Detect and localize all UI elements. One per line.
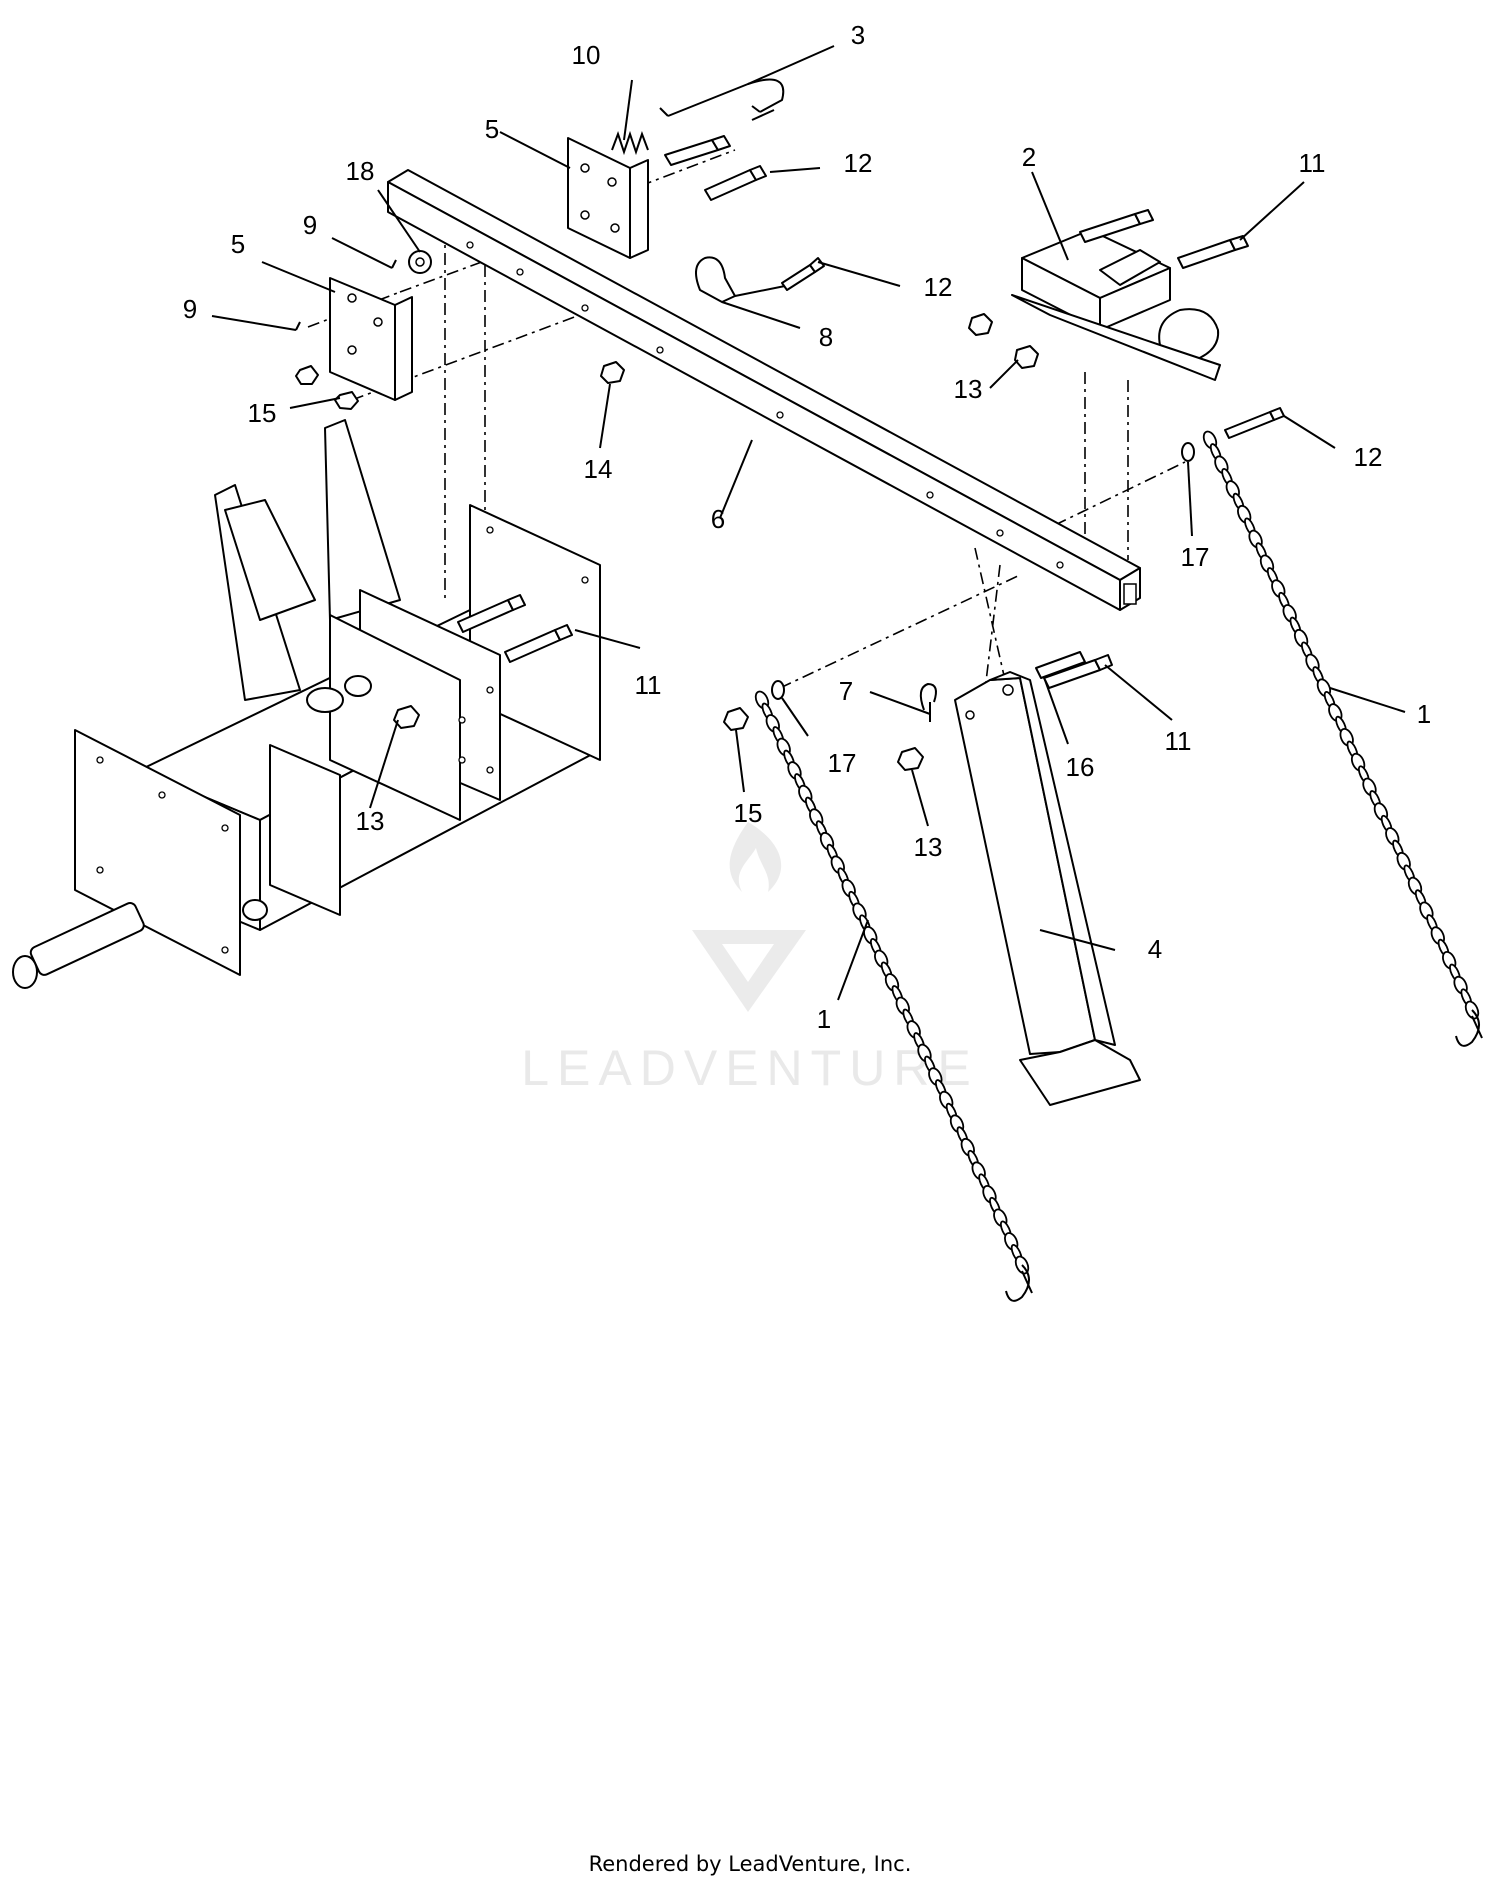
callout-1-left: 1 (817, 1004, 831, 1034)
part-5-bracket-upper (567, 137, 649, 259)
callout-2: 2 (1022, 142, 1036, 172)
callout-16: 16 (1066, 752, 1095, 782)
callout-9-lower: 9 (183, 294, 197, 324)
callout-8: 8 (819, 322, 833, 352)
part-10-spring (611, 130, 649, 156)
part-2-coupler (1011, 229, 1221, 381)
part-9-pin-upper (391, 259, 397, 269)
callout-12-mid: 12 (924, 272, 953, 302)
callout-15-lower: 15 (734, 798, 763, 828)
part-13-nuts-coupler (968, 313, 1039, 369)
watermark-text: LEADVENTURE (521, 1040, 979, 1096)
watermark-logo-icon (692, 822, 806, 1012)
part-5-bracket-left (329, 277, 413, 401)
callout-14: 14 (584, 454, 613, 484)
part-15-nut-lower (723, 707, 749, 731)
callout-1-right: 1 (1417, 699, 1431, 729)
callout-11-stand: 11 (1165, 726, 1192, 756)
part-8-clamp (695, 256, 791, 303)
part-13-nut-stand (897, 747, 924, 771)
callout-10: 10 (572, 40, 601, 70)
part-18-washer (408, 250, 432, 274)
callout-17-left: 17 (828, 748, 857, 778)
callout-11-coupler: 11 (1299, 148, 1326, 178)
part-1-chain-right (1202, 430, 1483, 1047)
callout-11-assembly: 11 (635, 670, 662, 700)
part-3-u-pin (659, 78, 785, 121)
part-17-ring-right (1181, 442, 1195, 462)
part-4-jack-stand (954, 671, 1141, 1106)
callout-13-stand: 13 (914, 832, 943, 862)
part-1-chain-left (754, 690, 1033, 1302)
callout-9-upper: 9 (303, 210, 317, 240)
callout-13-assembly: 13 (356, 806, 385, 836)
callout-12-right: 12 (1354, 442, 1383, 472)
leader-lines (211, 45, 1406, 1001)
callout-6: 6 (711, 504, 725, 534)
part-12-bolt-right (1224, 407, 1285, 439)
part-7-clip (919, 682, 937, 722)
chain-hook (1455, 1009, 1483, 1047)
callout-7: 7 (839, 676, 853, 706)
callout-5-left: 5 (231, 229, 245, 259)
part-16-pin (1035, 651, 1086, 679)
callout-18: 18 (346, 156, 375, 186)
part-12-bolts-upper (664, 135, 767, 201)
callout-15-upper: 15 (248, 398, 277, 428)
watermark: LEADVENTURE (521, 822, 979, 1096)
footer-credit: Rendered by LeadVenture, Inc. (588, 1852, 912, 1876)
callout-5-upper: 5 (485, 114, 499, 144)
part-11-bolts-coupler (1079, 209, 1249, 269)
callout-17-right: 17 (1181, 542, 1210, 572)
part-17-ring-left (771, 680, 785, 700)
callout-12-upper: 12 (844, 148, 873, 178)
callout-13-coupler: 13 (954, 374, 983, 404)
callout-3: 3 (851, 20, 865, 50)
chain-hook (1005, 1264, 1033, 1302)
callout-4: 4 (1148, 934, 1162, 964)
part-6-hitch-bar (387, 169, 1141, 611)
part-9-pin-lower (295, 321, 301, 331)
part-14-nut (600, 361, 625, 384)
callouts: 1 1 2 3 4 5 5 6 7 8 9 9 10 11 11 11 11 1… (183, 20, 1431, 1034)
part-12-bolt-mid (781, 257, 825, 291)
deck-mount-assembly (12, 419, 601, 989)
